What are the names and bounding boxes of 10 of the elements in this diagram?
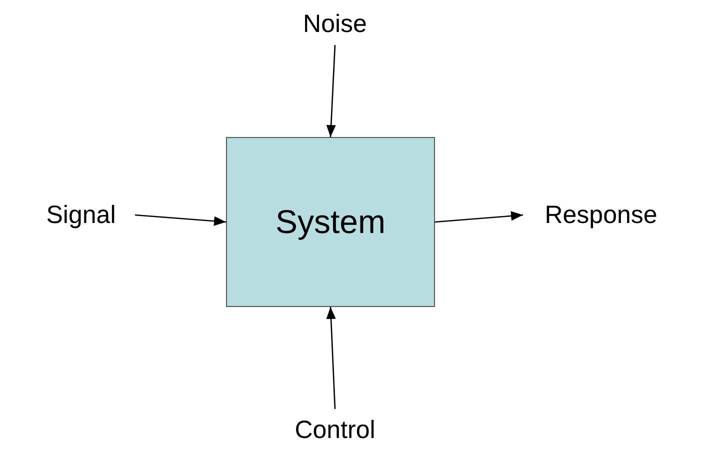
box-label: System: [275, 203, 386, 241]
signal-label: Response: [544, 200, 658, 230]
signal-label: Noise: [303, 10, 367, 38]
arrow: [434, 211, 524, 223]
arrow: [134, 214, 226, 226]
system-box: [226, 137, 435, 307]
signal-label: Control: [294, 416, 376, 444]
arrow: [326, 44, 336, 138]
signal-label: Signal: [46, 200, 116, 230]
arrow: [326, 306, 336, 410]
